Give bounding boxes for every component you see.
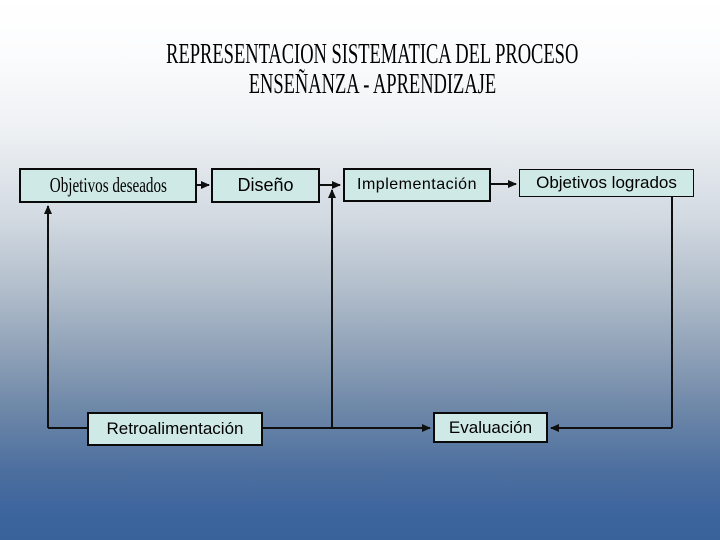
node-evaluacion: Evaluación xyxy=(433,412,548,443)
node-objetivos-deseados-label: Objetivos deseados xyxy=(49,173,167,197)
title-line-2: ENSEÑANZA - APRENDIZAJE xyxy=(248,69,496,100)
node-objetivos-logrados-label: Objetivos logrados xyxy=(536,173,677,192)
node-evaluacion-label: Evaluación xyxy=(448,417,533,437)
node-objetivos-deseados: Objetivos deseados xyxy=(19,168,197,203)
node-diseno-label: Diseño xyxy=(237,175,294,195)
node-diseno: Diseño xyxy=(211,168,320,203)
slide-title: REPRESENTACION SISTEMATICA DEL PROCESO E… xyxy=(12,40,720,100)
node-retroalimentacion: Retroalimentación xyxy=(87,412,263,446)
node-objetivos-logrados: Objetivos logrados xyxy=(519,169,694,197)
title-line-1: REPRESENTACION SISTEMATICA DEL PROCESO xyxy=(165,39,579,70)
node-retroalimentacion-label: Retroalimentación xyxy=(106,419,244,438)
node-implementacion-label: Implementación xyxy=(357,176,477,193)
node-implementacion: Implementación xyxy=(343,168,491,202)
